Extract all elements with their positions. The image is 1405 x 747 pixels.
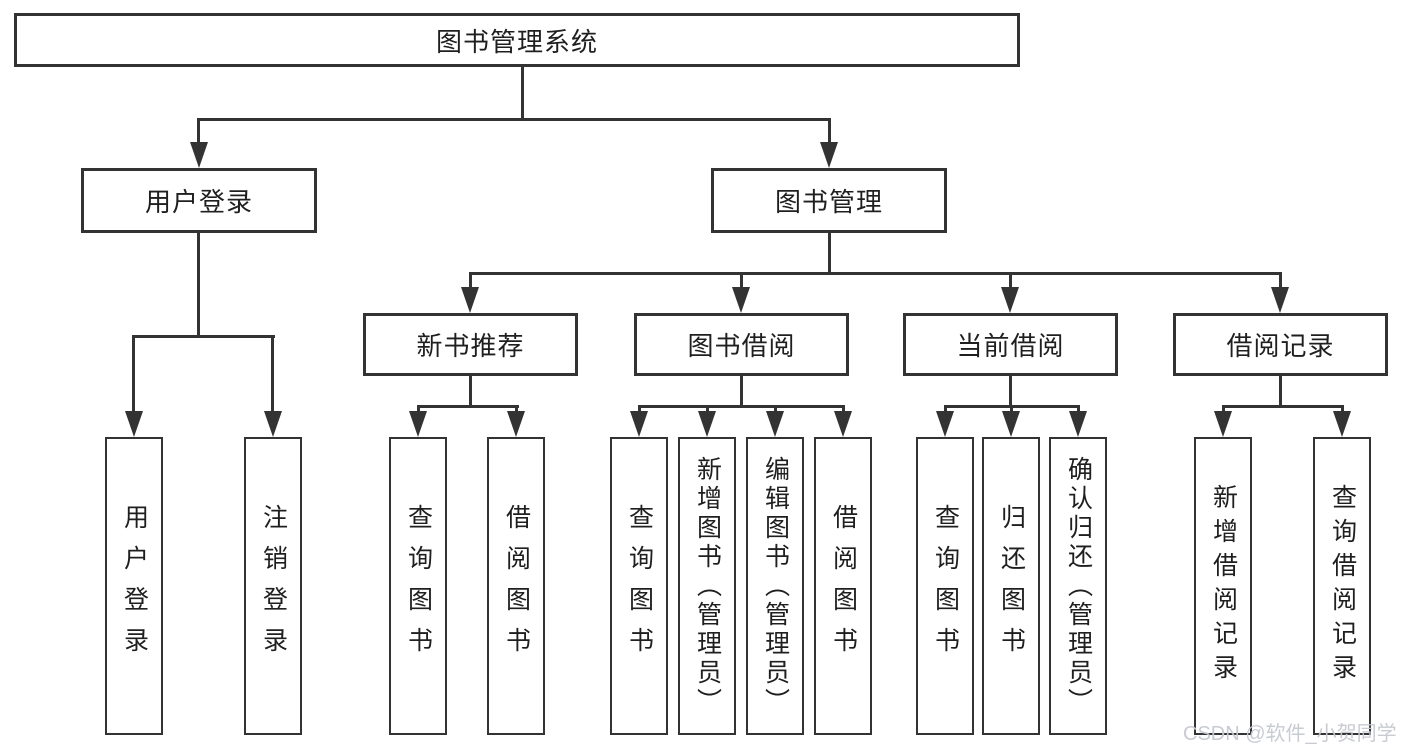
connector-branch: [1222, 405, 1344, 408]
connector-book-mgmt-stub: [828, 118, 831, 148]
arrow-down-icon: [507, 411, 525, 437]
leaf-edit-book-admin-label: 编辑图书（管理员）: [761, 455, 790, 717]
leaf-query-borrow-record-label: 查询借阅记录: [1328, 484, 1357, 688]
arrow-down-icon: [461, 287, 479, 313]
leaf-confirm-return-admin-label: 确认归还（管理员）: [1064, 455, 1093, 717]
leaf-add-book-admin-label: 新增图书（管理员）: [693, 455, 722, 717]
leaf-edit-book-admin: 编辑图书（管理员）: [746, 437, 804, 735]
leaf-query-book-recommend: 查询图书: [389, 437, 447, 735]
arrow-down-icon: [409, 411, 427, 437]
leaf-logout: 注销登录: [244, 437, 302, 735]
connector-branch: [417, 405, 519, 408]
node-book-management-label: 图书管理: [774, 187, 883, 217]
connector-branch: [638, 405, 845, 408]
connector-root-stem: [521, 65, 524, 120]
arrow-down-icon: [264, 411, 282, 437]
arrow-down-icon: [125, 411, 143, 437]
node-book-borrowing: 图书借阅: [634, 313, 849, 376]
node-user-login: 用户登录: [81, 168, 317, 233]
csdn-watermark: CSDN @软件_小贺同学: [1183, 723, 1397, 745]
connector-user-login-branch: [132, 335, 275, 338]
connector-stem: [740, 376, 743, 408]
leaf-add-book-admin: 新增图书（管理员）: [678, 437, 736, 735]
leaf-return-book-label: 归还图书: [997, 504, 1026, 668]
arrow-down-icon: [630, 411, 648, 437]
node-book-borrowing-label: 图书借阅: [687, 331, 796, 361]
arrow-down-icon: [766, 411, 784, 437]
leaf-query-book-borrowing-label: 查询图书: [625, 504, 654, 668]
node-book-management: 图书管理: [711, 168, 947, 233]
leaf-user-login-label: 用户登录: [120, 504, 149, 668]
arrow-down-icon: [1333, 411, 1351, 437]
arrow-down-icon: [1069, 411, 1087, 437]
arrow-down-icon: [834, 411, 852, 437]
arrow-down-icon: [732, 287, 750, 313]
connector-user-login-stub: [197, 118, 200, 148]
connector-stub: [1279, 272, 1282, 292]
arrow-down-icon: [190, 142, 208, 168]
leaf-borrow-book-recommend: 借阅图书: [487, 437, 545, 735]
leaf-query-book-current: 查询图书: [916, 437, 974, 735]
arrow-down-icon: [1002, 411, 1020, 437]
node-current-borrowing: 当前借阅: [903, 313, 1118, 376]
leaf-user-login: 用户登录: [105, 437, 163, 735]
leaf-borrow-book-borrowing-label: 借阅图书: [829, 504, 858, 668]
node-borrowing-records: 借阅记录: [1173, 313, 1388, 376]
connector-level2-branch: [197, 118, 831, 121]
connector-stub: [740, 272, 743, 292]
node-library-system-label: 图书管理系统: [435, 26, 598, 57]
leaf-add-borrow-record-label: 新增借阅记录: [1209, 484, 1238, 688]
connector-stub: [271, 335, 274, 415]
connector-level3-branch: [469, 272, 1282, 275]
connector-stem: [1009, 376, 1012, 408]
connector-stem: [469, 376, 472, 408]
arrow-down-icon: [698, 411, 716, 437]
leaf-logout-label: 注销登录: [259, 504, 288, 668]
leaf-query-book-recommend-label: 查询图书: [404, 504, 433, 668]
leaf-add-borrow-record: 新增借阅记录: [1194, 437, 1252, 735]
leaf-borrow-book-borrowing: 借阅图书: [814, 437, 872, 735]
node-new-book-recommend-label: 新书推荐: [416, 331, 525, 361]
arrow-down-icon: [1271, 287, 1289, 313]
leaf-query-book-current-label: 查询图书: [931, 504, 960, 668]
arrow-down-icon: [820, 142, 838, 168]
node-borrowing-records-label: 借阅记录: [1226, 331, 1335, 361]
node-new-book-recommend: 新书推荐: [363, 313, 578, 376]
connector-stub: [132, 335, 135, 415]
leaf-return-book: 归还图书: [982, 437, 1040, 735]
arrow-down-icon: [1001, 287, 1019, 313]
node-current-borrowing-label: 当前借阅: [956, 331, 1065, 361]
connector-book-mgmt-stem: [828, 233, 831, 275]
node-library-system: 图书管理系统: [14, 13, 1020, 67]
connector-stub: [469, 272, 472, 292]
arrow-down-icon: [1214, 411, 1232, 437]
arrow-down-icon: [936, 411, 954, 437]
connector-stub: [1009, 272, 1012, 292]
connector-user-login-stem: [197, 233, 200, 338]
node-user-login-label: 用户登录: [144, 187, 253, 217]
leaf-borrow-book-recommend-label: 借阅图书: [502, 504, 531, 668]
leaf-confirm-return-admin: 确认归还（管理员）: [1049, 437, 1107, 735]
leaf-query-borrow-record: 查询借阅记录: [1313, 437, 1371, 735]
leaf-query-book-borrowing: 查询图书: [610, 437, 668, 735]
connector-stem: [1279, 376, 1282, 408]
